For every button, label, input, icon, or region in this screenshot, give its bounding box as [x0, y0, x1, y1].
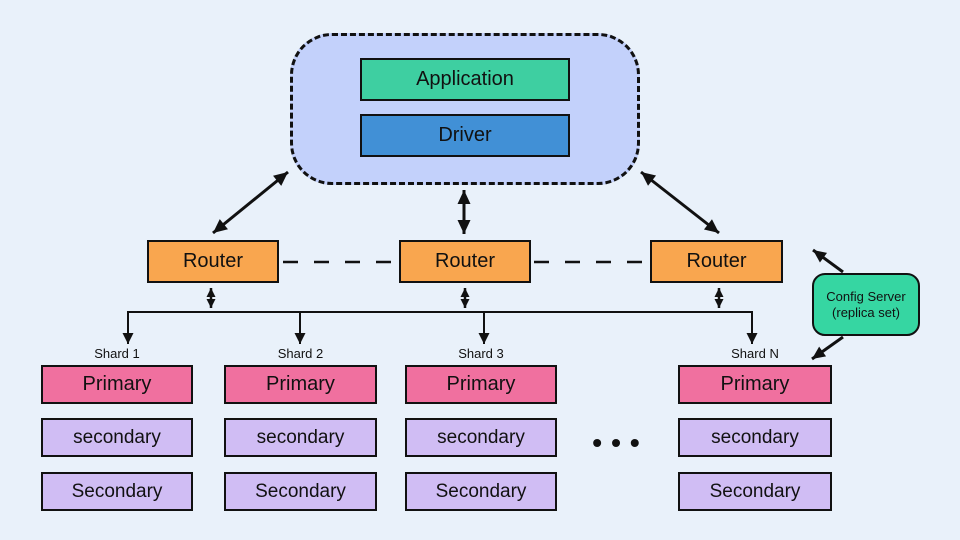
shard-3-label: Shard 3	[458, 346, 504, 361]
driver-node: Driver	[360, 114, 570, 157]
bus-shard1-arrow-head	[122, 333, 134, 344]
shard-1-label: Shard 1	[94, 346, 140, 361]
router1-bus-arrow-head	[206, 299, 216, 308]
shard-1-primary-node: Primary	[41, 365, 193, 404]
router-node-3: Router	[650, 240, 783, 283]
shard-2-secondary-node-1: secondary	[224, 418, 377, 457]
config-server-line1: Config Server	[826, 288, 906, 304]
bus-shard3-arrow-head	[478, 333, 490, 344]
bus-shard2-arrow-head	[294, 333, 306, 344]
router1-bus-arrow-head	[206, 288, 216, 297]
shard-2-primary-node: Primary	[224, 365, 377, 404]
shard-2-label: Shard 2	[277, 346, 324, 361]
shard-n-secondary-node-2: Secondary	[678, 472, 832, 511]
router3-bus-arrow-head	[714, 299, 724, 308]
shard-3-secondary-node-1: secondary	[405, 418, 557, 457]
config-server-line2: (replica set)	[832, 304, 900, 320]
cluster-router2-arrow-head	[457, 220, 471, 234]
router2-bus-arrow-head	[460, 288, 470, 297]
router-node-1: Router	[147, 240, 279, 283]
bus-shardN-arrow-head	[746, 333, 758, 344]
cluster-router3-arrow-head	[641, 172, 657, 186]
shard-1-secondary-node-1: secondary	[41, 418, 193, 457]
router2-bus-arrow-head	[460, 299, 470, 308]
application-node: Application	[360, 58, 570, 101]
cluster-router1-arrow	[212, 170, 289, 235]
more-shards-ellipsis: •••	[592, 427, 649, 458]
shard-n-primary-node: Primary	[678, 365, 832, 404]
cluster-router1-arrow-head	[213, 219, 228, 233]
shard-3-secondary-node-2: Secondary	[405, 472, 557, 511]
config-to-router-arrow	[812, 248, 844, 274]
shard-n-label: Shard N	[731, 346, 779, 361]
cluster-router1-arrow-head	[273, 172, 288, 186]
shard-1-secondary-node-2: Secondary	[41, 472, 193, 511]
cluster-router2-arrow-head	[457, 190, 471, 204]
shard-2-secondary-node-2: Secondary	[224, 472, 377, 511]
router3-bus-arrow-head	[714, 288, 724, 297]
router-node-2: Router	[399, 240, 531, 283]
cluster-router3-arrow	[640, 170, 720, 235]
config-to-router-arrow-head	[813, 250, 828, 263]
shard-n-secondary-node-1: secondary	[678, 418, 832, 457]
config-server-node: Config Server (replica set)	[812, 273, 920, 336]
application-cluster-box	[290, 33, 640, 185]
shard-3-primary-node: Primary	[405, 365, 557, 404]
cluster-router3-arrow-head	[703, 219, 719, 233]
